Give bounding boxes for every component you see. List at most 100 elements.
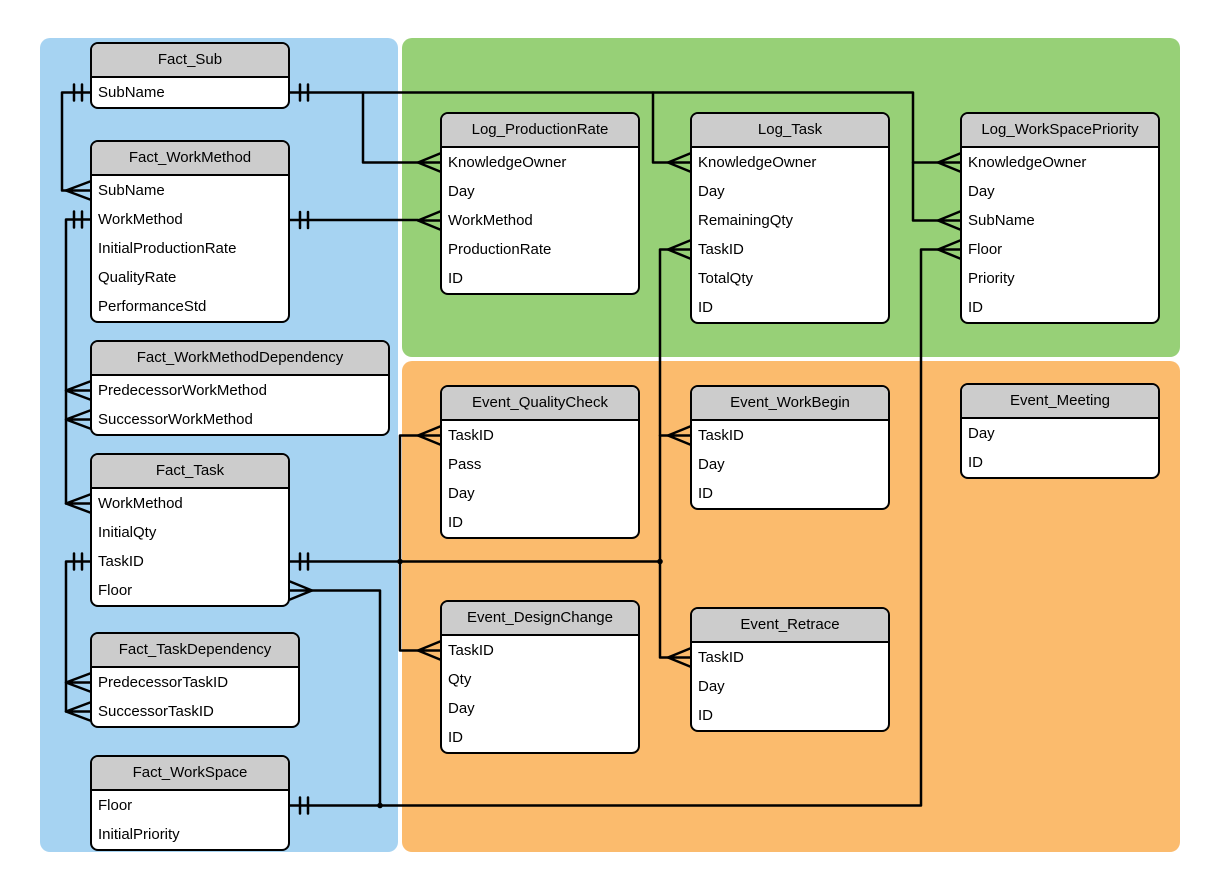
line-factsub-factworkmethod	[60, 91, 92, 192]
one-tick-factsub-right	[298, 83, 310, 102]
entity-title: Fact_Task	[92, 455, 288, 489]
entity-fact-workmethoddependency: Fact_WorkMethodDependency PredecessorWor…	[90, 340, 390, 436]
one-tick-factworkmethod-left	[72, 210, 84, 229]
entity-field: SubName	[98, 182, 165, 199]
crow-foot-factworkmethod-subname	[64, 180, 92, 201]
entity-field: ID	[698, 707, 713, 724]
one-tick-factsub-left	[72, 83, 84, 102]
entity-title: Fact_WorkMethod	[92, 142, 288, 176]
entity-fact-workmethod: Fact_WorkMethod SubName WorkMethod Initi…	[90, 140, 290, 323]
entity-field: InitialProductionRate	[98, 240, 237, 257]
entity-title: Event_DesignChange	[442, 602, 638, 636]
line-factworkmethod-left-bus	[64, 218, 92, 505]
entity-field: WorkMethod	[98, 495, 183, 512]
entity-field: Floor	[968, 241, 1003, 258]
line-facttask-taskid-bus	[288, 248, 670, 563]
entity-fact-sub: Fact_Sub SubName	[90, 42, 290, 109]
entity-field: PredecessorWorkMethod	[98, 382, 267, 399]
line-branch-logproductionrate-ko	[361, 91, 420, 164]
crow-foot-wmd-predecessor	[64, 380, 92, 401]
entity-field: TotalQty	[698, 270, 754, 287]
entity-field: TaskID	[698, 241, 744, 258]
entity-field: PredecessorTaskID	[98, 674, 229, 691]
entity-field: SubName	[98, 84, 165, 101]
one-tick-facttask-right	[298, 552, 310, 571]
entity-event-retrace: Event_Retrace TaskID Day ID	[690, 607, 890, 732]
one-tick-facttask-left	[72, 552, 84, 571]
entity-event-workbegin: Event_WorkBegin TaskID Day ID	[690, 385, 890, 510]
crow-foot-taskdep-predecessor	[64, 672, 92, 693]
entity-title: Fact_Sub	[92, 44, 288, 78]
entity-title: Event_WorkBegin	[692, 387, 888, 421]
line-factworkspace-floor-bus	[288, 248, 940, 807]
entity-field: WorkMethod	[98, 211, 183, 228]
crow-foot-eventdesignchange-taskid	[416, 640, 442, 661]
entity-event-designchange: Event_DesignChange TaskID Qty Day ID	[440, 600, 640, 754]
entity-field: ID	[968, 454, 983, 471]
entity-field: WorkMethod	[448, 212, 533, 229]
entity-field: Day	[448, 183, 475, 200]
crow-foot-logtask-taskid	[666, 239, 692, 260]
entity-log-workspacepriority: Log_WorkSpacePriority KnowledgeOwner Day…	[960, 112, 1160, 324]
entity-title: Log_ProductionRate	[442, 114, 638, 148]
entity-field: QualityRate	[98, 269, 177, 286]
entity-field: ID	[448, 729, 463, 746]
entity-log-productionrate: Log_ProductionRate KnowledgeOwner Day Wo…	[440, 112, 640, 295]
entity-field: SubName	[968, 212, 1035, 229]
entity-field: TaskID	[98, 553, 144, 570]
junction-dot-taskid	[397, 558, 403, 565]
line-branch-logtask-ko	[651, 91, 670, 164]
crow-foot-wmd-successor	[64, 409, 92, 430]
entity-field: InitialPriority	[98, 826, 180, 843]
entity-title: Fact_WorkMethodDependency	[92, 342, 388, 376]
entity-field: TaskID	[698, 649, 744, 666]
line-factsub-logtables	[288, 91, 940, 222]
entity-field: Floor	[98, 797, 133, 814]
entity-field: Day	[968, 183, 995, 200]
entity-field: Day	[448, 700, 475, 717]
entity-title: Fact_TaskDependency	[92, 634, 298, 668]
entity-field: TaskID	[448, 427, 494, 444]
crow-foot-logworkspacepriority-knowledgeowner	[936, 152, 962, 173]
entity-title: Event_Retrace	[692, 609, 888, 643]
junction-dot-floor-bus	[377, 802, 383, 809]
crow-foot-logproductionrate-knowledgeowner	[416, 152, 442, 173]
entity-field: Priority	[968, 270, 1015, 287]
one-tick-factworkspace-right	[298, 796, 310, 815]
entity-title: Log_Task	[692, 114, 888, 148]
crow-foot-facttask-floor	[288, 580, 314, 601]
line-branch-eventretrace	[658, 560, 670, 659]
entity-field: ID	[448, 514, 463, 531]
crow-foot-logworkspacepriority-subname	[936, 210, 962, 231]
entity-field: Floor	[98, 582, 133, 599]
crow-foot-logtask-knowledgeowner	[666, 152, 692, 173]
entity-field: SuccessorTaskID	[98, 703, 214, 720]
entity-fact-task: Fact_Task WorkMethod InitialQty TaskID F…	[90, 453, 290, 607]
entity-field: InitialQty	[98, 524, 157, 541]
entity-field: ProductionRate	[448, 241, 552, 258]
entity-title: Log_WorkSpacePriority	[962, 114, 1158, 148]
entity-field: SuccessorWorkMethod	[98, 411, 253, 428]
entity-field: KnowledgeOwner	[968, 154, 1087, 171]
entity-field: ID	[698, 485, 713, 502]
crow-foot-logworkspacepriority-floor	[936, 239, 962, 260]
entity-field: Day	[968, 425, 995, 442]
entity-field: Day	[698, 183, 725, 200]
entity-title: Fact_WorkSpace	[92, 757, 288, 791]
entity-field: TaskID	[698, 427, 744, 444]
entity-field: Day	[698, 678, 725, 695]
entity-fact-workspace: Fact_WorkSpace Floor InitialPriority	[90, 755, 290, 851]
line-facttask-floor-drop	[310, 589, 382, 807]
entity-field: ID	[448, 270, 463, 287]
entity-event-qualitycheck: Event_QualityCheck TaskID Pass Day ID	[440, 385, 640, 539]
entity-fact-taskdependency: Fact_TaskDependency PredecessorTaskID Su…	[90, 632, 300, 728]
line-branch-qualitycheck-designchange	[398, 434, 420, 652]
entity-title: Event_Meeting	[962, 385, 1158, 419]
entity-field: Day	[448, 485, 475, 502]
entity-field: Day	[698, 456, 725, 473]
entity-field: Pass	[448, 456, 482, 473]
entity-log-task: Log_Task KnowledgeOwner Day RemainingQty…	[690, 112, 890, 324]
crow-foot-eventretrace-taskid	[666, 647, 692, 668]
